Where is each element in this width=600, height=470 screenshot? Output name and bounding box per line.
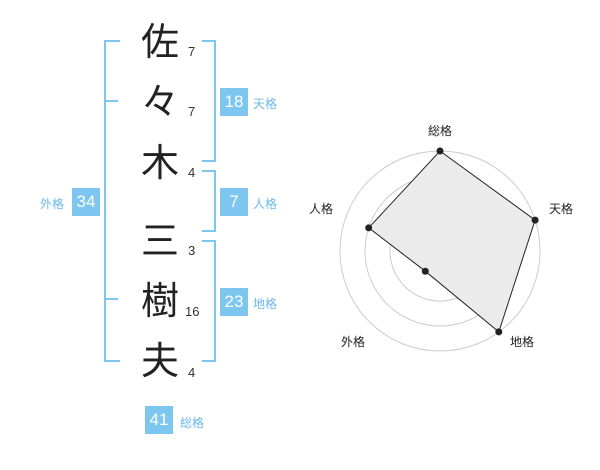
kanji-6: 夫 — [140, 339, 179, 383]
gaikaku-label: 外格 — [40, 197, 65, 211]
stroke-count-3: 4 — [188, 165, 196, 180]
stroke-count-5: 16 — [185, 304, 200, 319]
tenkaku-bracket — [202, 40, 216, 162]
radar-label-gaikaku: 外格 — [341, 334, 365, 349]
soukaku-label: 総格 — [180, 416, 205, 430]
radar-point-soukaku — [436, 147, 444, 155]
soukaku-value: 41 — [145, 406, 173, 434]
chikaku-bracket — [202, 240, 216, 362]
radar-point-gaikaku — [421, 267, 429, 275]
tenkaku-value: 18 — [220, 88, 248, 116]
stroke-count-6: 4 — [188, 365, 196, 380]
kanji-3: 木 — [140, 141, 179, 185]
radar-point-tenkaku — [531, 216, 539, 224]
radar-label-jinkaku: 人格 — [309, 201, 333, 216]
kanji-4: 三 — [140, 219, 179, 263]
stroke-count-2: 7 — [188, 104, 196, 119]
gaikaku-bracket — [104, 40, 120, 362]
gaikaku-value: 34 — [72, 188, 100, 216]
radar-point-chikaku — [495, 328, 503, 336]
jinkaku-bracket — [202, 170, 216, 232]
radar-point-jinkaku — [365, 224, 373, 232]
kanji-1: 佐 — [140, 20, 179, 64]
chikaku-value: 23 — [220, 288, 248, 316]
tenkaku-label: 天格 — [253, 97, 278, 111]
stroke-count-4: 3 — [188, 243, 196, 258]
chikaku-label: 地格 — [253, 297, 278, 311]
jinkaku-value: 7 — [220, 188, 248, 216]
radar-label-soukaku: 総格 — [428, 123, 452, 138]
gaikaku-bracket-mid-top — [104, 100, 118, 102]
radar-label-tenkaku: 天格 — [549, 201, 573, 216]
stroke-count-1: 7 — [188, 44, 196, 59]
jinkaku-label: 人格 — [253, 197, 278, 211]
kanji-5: 樹 — [140, 279, 179, 323]
gaikaku-bracket-mid-bottom — [104, 298, 118, 300]
radar-label-chikaku: 地格 — [510, 334, 534, 349]
kanji-2: 々 — [140, 80, 179, 124]
radar-score-polygon — [367, 150, 536, 333]
